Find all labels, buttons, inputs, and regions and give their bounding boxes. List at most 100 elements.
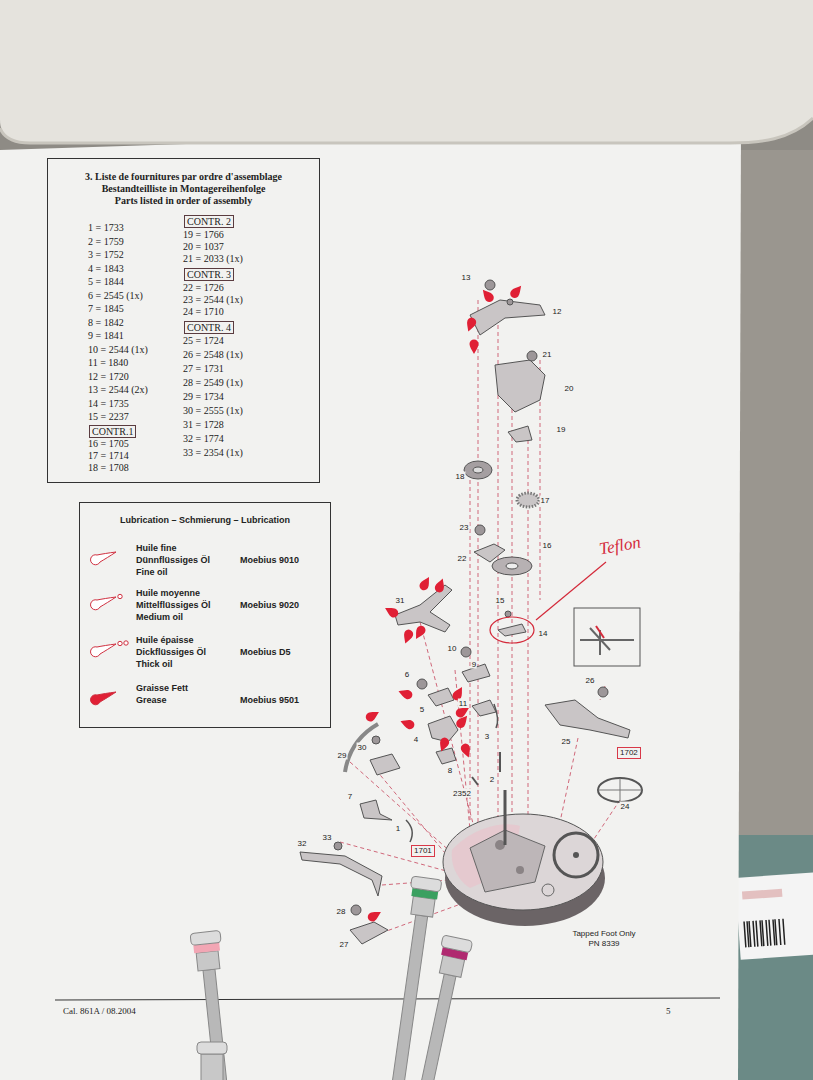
part-pin [499, 752, 501, 772]
box-heading: Lubrication – Schmierung – Lubrication [80, 515, 330, 526]
part-screw [485, 280, 495, 290]
callout-number: 2 [489, 775, 495, 784]
lamp-housing [0, 0, 813, 143]
parts-list-entry: 7 = 1845 [88, 303, 124, 315]
lubricant-drop [91, 597, 116, 610]
grease-mark [454, 713, 470, 730]
group-tag: CONTR.1 [89, 425, 136, 438]
part-screw [527, 351, 537, 361]
legend-item: Huile fine Dünnflüssiges Öl Fine oil [86, 542, 220, 578]
page-footer: 5 [666, 1006, 671, 1017]
balance-staff [573, 852, 579, 858]
screwdriver-cap [441, 935, 473, 953]
callout-number: 14 [538, 629, 549, 638]
parts-list-entry: 28 = 2549 (1x) [183, 377, 243, 389]
box-heading: CONTR. 3 [187, 269, 231, 280]
screwdriver-cap [190, 930, 221, 945]
detail-inset [574, 608, 640, 666]
sticker [735, 872, 813, 960]
callout-number: 16 [542, 541, 553, 550]
part-yoke [395, 585, 452, 632]
box-heading: 3. Liste de fournitures par ordre d'asse… [48, 171, 319, 183]
part-ref-box: 1701 [411, 845, 435, 857]
part-gear [517, 493, 539, 507]
screwdriver-neck [201, 1054, 223, 1080]
detail-drawing [580, 628, 634, 655]
box-heading: CONTR. 4 [187, 322, 231, 333]
part-lever [508, 426, 532, 442]
part-wheel [598, 778, 642, 802]
legend-label: Huile épaisse Dickflüssiges Öl Thick oil [136, 634, 220, 670]
box-heading: 1702 [620, 748, 638, 758]
lubricant-drop [91, 552, 116, 565]
callout-number: 26 [585, 676, 596, 685]
callout-number: 29 [337, 751, 348, 760]
lubricant-bead [118, 594, 122, 598]
grease-mark [401, 628, 414, 645]
parts-list-entry: 6 = 2545 (1x) [88, 290, 143, 302]
sticker-paper [735, 872, 813, 960]
screwdriver [190, 930, 242, 1080]
footer-rule [55, 998, 720, 1000]
box-heading: 1701 [414, 846, 432, 856]
callout-number: 19 [556, 425, 567, 434]
part-screw [598, 687, 608, 697]
parts-list-entry: 8 = 1842 [88, 317, 124, 329]
grease-mark [412, 624, 427, 641]
lamp-edge [0, 118, 813, 143]
grease-mark [418, 575, 433, 592]
part-screw [475, 525, 485, 535]
parts-list-entry: 11 = 1840 [88, 357, 128, 369]
part-lever [300, 852, 382, 896]
callout-number: 30 [357, 743, 368, 752]
parts-list-entry: 26 = 2548 (1x) [183, 349, 243, 361]
box-heading: CONTR. 2 [187, 216, 231, 227]
plate-wheel [542, 884, 554, 896]
screwdriver [197, 1042, 227, 1080]
part-wire-spring [406, 820, 412, 842]
parts-list-entry: 14 = 1735 [88, 398, 129, 410]
parts-list-entry: 18 = 1708 [88, 462, 129, 474]
legend-sample [86, 688, 134, 712]
lubricant-drop [91, 692, 116, 705]
legend-label: Huile fine Dünnflüssiges Öl Fine oil [136, 542, 220, 578]
parts-list-entry: 17 = 1714 [88, 450, 129, 462]
legend-label: Huile moyenne Mittelflüssiges Öl Medium … [136, 587, 220, 623]
callout-number: 17 [540, 496, 551, 505]
grease-mark [479, 287, 495, 304]
parts-list-entry: 25 = 1724 [183, 335, 224, 347]
parts-list-entry: 1 = 1733 [88, 222, 124, 234]
screwdriver-cap [197, 1042, 227, 1054]
grease-mark [470, 340, 479, 355]
part-lever [470, 300, 545, 335]
callout-number: 33 [322, 833, 333, 842]
part-spring [498, 624, 526, 636]
group-tag: CONTR. 3 [184, 268, 234, 281]
part-ref-box: 1702 [617, 747, 641, 759]
callout-number: 8 [447, 766, 453, 775]
group-tag: CONTR. 4 [184, 321, 234, 334]
grease-mark [399, 717, 416, 730]
grease-mark [383, 604, 400, 619]
part-lever [472, 700, 496, 716]
detail-oil [596, 626, 604, 638]
part-lever [360, 800, 392, 820]
highlight-circle [490, 617, 534, 643]
part-wheel-spokes [598, 778, 642, 802]
part-screw [372, 736, 380, 744]
box-subheading: Parts listed in order of assembly [48, 195, 319, 207]
legend-item: Huile moyenne Mittelflüssiges Öl Medium … [86, 587, 220, 623]
lubricant-name: Moebius 9501 [240, 695, 299, 706]
lubrication-box: Lubrication – Schmierung – Lubrication [79, 502, 331, 728]
parts-list-entry: 2 = 1759 [88, 236, 124, 248]
callout-number: 31 [395, 596, 406, 605]
group-tag: CONTR. 2 [184, 215, 234, 228]
screwdriver-neck [196, 951, 220, 971]
part-hammer [545, 700, 630, 738]
part-pin [472, 777, 478, 785]
parts-list-entry: 30 = 2555 (1x) [183, 405, 243, 417]
parts-list-entry: 22 = 1726 [183, 282, 224, 294]
callout-number: 21 [542, 350, 553, 359]
